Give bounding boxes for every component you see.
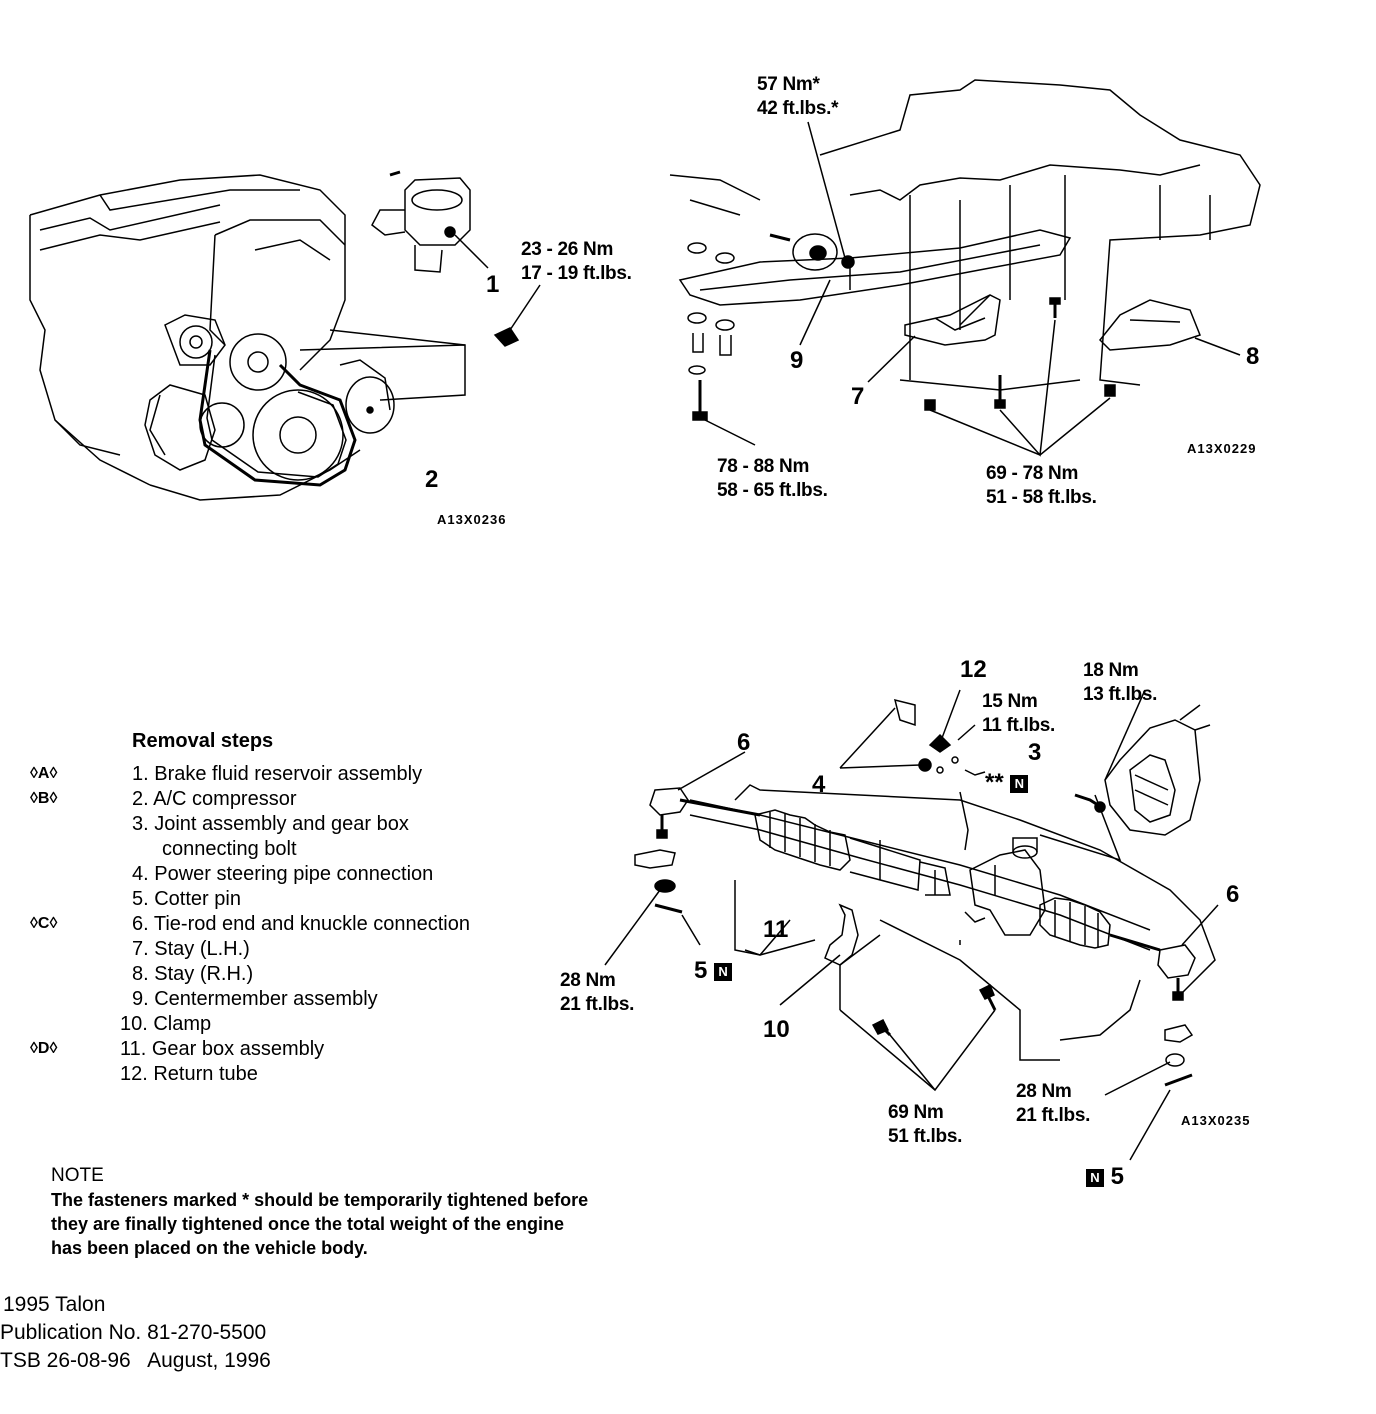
figure-code-a13x0229: A13X0229	[1187, 441, 1257, 456]
step-mark: ◊D◊	[30, 1040, 58, 1057]
step-item: 9. Centermember assembly	[132, 988, 378, 1010]
torque-label-21-ftlbs-right: 21 ft.lbs.	[1016, 1105, 1091, 1126]
figure-code-a13x0235: A13X0235	[1181, 1113, 1251, 1128]
footer-model: 1995 Talon	[3, 1293, 106, 1316]
removal-steps-title: Removal steps	[132, 730, 274, 752]
torque-label-13-ftlbs: 13 ft.lbs.	[1083, 684, 1158, 705]
brake-fluid-reservoir-illustration	[371, 170, 489, 273]
callout-4: 4	[812, 771, 826, 798]
callout-1: 1	[486, 271, 500, 298]
torque-label-58-65-ftlbs: 58 - 65 ft.lbs.	[717, 480, 828, 501]
gear-box-illustration	[604, 689, 1219, 1161]
callout-5-right: N 5	[1086, 1164, 1124, 1190]
callout-2: 2	[425, 466, 439, 493]
step-mark: ◊B◊	[30, 790, 58, 807]
callout-5-right-number: 5	[1110, 1163, 1125, 1190]
torque-label-15-nm: 15 Nm	[982, 691, 1038, 712]
step-item: connecting bolt	[162, 838, 297, 860]
torque-label-69-nm: 69 Nm	[888, 1102, 944, 1123]
callout-7: 7	[851, 383, 865, 410]
callout-3: 3	[1028, 739, 1042, 766]
step-item: 2. A/C compressor	[132, 788, 297, 810]
callout-12: 12	[960, 656, 987, 683]
step-item: 10. Clamp	[120, 1013, 212, 1035]
step-mark: ◊A◊	[30, 765, 58, 782]
step-item: 1. Brake fluid reservoir assembly	[132, 763, 423, 785]
note-line: has been placed on the vehicle body.	[51, 1238, 368, 1258]
torque-label-42-ftlbs: 42 ft.lbs.*	[757, 98, 839, 119]
step-item: 11. Gear box assembly	[120, 1038, 325, 1060]
figure-code-a13x0236: A13X0236	[437, 512, 507, 527]
torque-label-57-nm: 57 Nm*	[757, 74, 820, 95]
callout-5-left: 5 N	[694, 957, 733, 984]
torque-label-78-88-nm: 78 - 88 Nm	[717, 456, 810, 477]
step-mark: ◊C◊	[30, 915, 58, 932]
callout-11: 11	[763, 916, 789, 943]
torque-label-51-58-ftlbs: 51 - 58 ft.lbs.	[986, 487, 1097, 508]
footer-publication: Publication No. 81-270-5500	[0, 1321, 267, 1344]
note-line: The fasteners marked * should be tempora…	[51, 1190, 589, 1210]
step-item: 3. Joint assembly and gear box	[132, 813, 409, 835]
torque-label-28-nm-left: 28 Nm	[560, 970, 616, 991]
step-item: 4. Power steering pipe connection	[132, 863, 434, 885]
n-mark-icon: N	[1010, 774, 1029, 793]
callout-10: 10	[763, 1016, 790, 1043]
footer-tsb: TSB 26-08-96 August, 1996	[0, 1349, 271, 1372]
centermember-illustration	[669, 79, 1261, 457]
torque-label-28-nm-right: 28 Nm	[1016, 1081, 1072, 1102]
torque-label-11-ftlbs: 11 ft.lbs.	[982, 715, 1056, 736]
torque-label-17-19-ftlbs: 17 - 19 ft.lbs.	[521, 263, 632, 284]
callout-6-right: 6	[1226, 881, 1240, 908]
n-mark-icon: N	[1086, 1168, 1104, 1187]
torque-label-51-ftlbs: 51 ft.lbs.	[888, 1126, 963, 1147]
callout-9: 9	[790, 347, 804, 374]
callout-8: 8	[1246, 343, 1260, 370]
step-item: 12. Return tube	[120, 1063, 258, 1085]
torque-label-21-ftlbs-left: 21 ft.lbs.	[560, 994, 635, 1015]
step-item: 7. Stay (L.H.)	[132, 938, 250, 960]
torque-label-69-78-nm: 69 - 78 Nm	[986, 463, 1079, 484]
callout-5-left-number: 5	[694, 957, 708, 984]
step-item: 5. Cotter pin	[132, 888, 241, 910]
double-star-text: **	[985, 769, 1004, 796]
note-title: NOTE	[51, 1165, 104, 1186]
callout-6-left: 6	[737, 729, 751, 756]
engine-illustration	[29, 174, 541, 501]
step-item: 6. Tie-rod end and knuckle connection	[132, 913, 470, 935]
double-star-mark: ** N	[985, 769, 1029, 796]
n-mark-icon: N	[714, 962, 733, 981]
note-line: they are finally tightened once the tota…	[51, 1214, 565, 1234]
step-item: 8. Stay (R.H.)	[132, 963, 254, 985]
torque-label-18-nm: 18 Nm	[1083, 660, 1139, 681]
torque-label-23-26-nm: 23 - 26 Nm	[521, 239, 614, 260]
